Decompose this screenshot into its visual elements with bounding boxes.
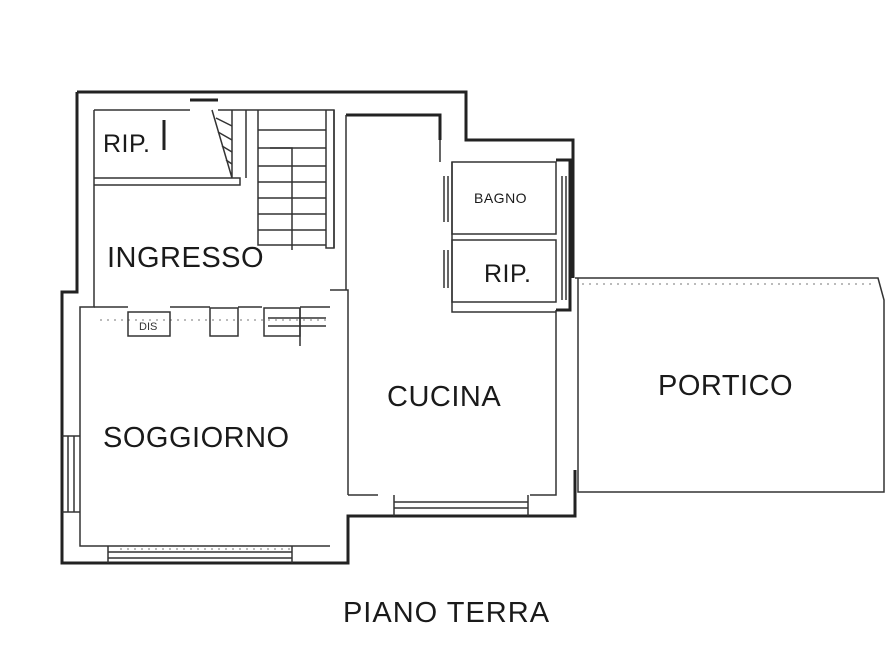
fixtures: DIS <box>127 307 326 346</box>
stair-handrail <box>270 147 293 250</box>
stair-wall-right <box>325 110 335 249</box>
column-right-detail <box>268 308 326 346</box>
door-portico <box>561 176 567 300</box>
window-soggiorno-west <box>62 435 80 513</box>
room-label-rip-top: RIP. <box>103 130 151 158</box>
plan-title: PIANO TERRA <box>342 597 551 629</box>
room-label-portico: PORTICO <box>658 370 794 402</box>
portico-outline <box>575 277 885 493</box>
partitions <box>94 110 572 495</box>
door-rip-right <box>443 250 449 288</box>
staircase <box>211 109 326 250</box>
column-right <box>263 307 301 337</box>
column-middle <box>209 307 239 337</box>
room-label-rip-right: RIP. <box>484 260 532 288</box>
rip-right-room <box>451 239 557 303</box>
outer-walls <box>60 90 577 565</box>
stair-winders <box>215 117 233 165</box>
inner-wall-west <box>79 110 330 547</box>
room-label-bagno: BAGNO <box>474 190 528 206</box>
inner-wall-south-kitchen <box>348 310 557 496</box>
openings <box>62 98 567 563</box>
portico-border <box>575 277 885 493</box>
bagno-room <box>451 161 557 235</box>
window-soggiorno-south <box>107 546 293 563</box>
fireplace-mark: DIS <box>139 321 157 333</box>
bagno-east-wall <box>556 158 572 312</box>
door-bagno <box>443 176 449 222</box>
outer-wall-north <box>77 90 575 278</box>
window-kitchen-south <box>393 495 529 516</box>
kitchen-west-wall-line <box>330 115 349 495</box>
room-label-ingresso: INGRESSO <box>107 242 265 274</box>
outer-wall-west-upper <box>60 92 376 565</box>
rip-top-wall <box>94 177 241 186</box>
outer-wall-south-kitchen <box>376 470 577 518</box>
stair-outline <box>211 109 326 246</box>
kitchen-west-wall <box>346 113 442 140</box>
room-label-cucina: CUCINA <box>387 381 502 413</box>
room-label-soggiorno: SOGGIORNO <box>103 422 290 454</box>
fireplace <box>127 311 171 337</box>
